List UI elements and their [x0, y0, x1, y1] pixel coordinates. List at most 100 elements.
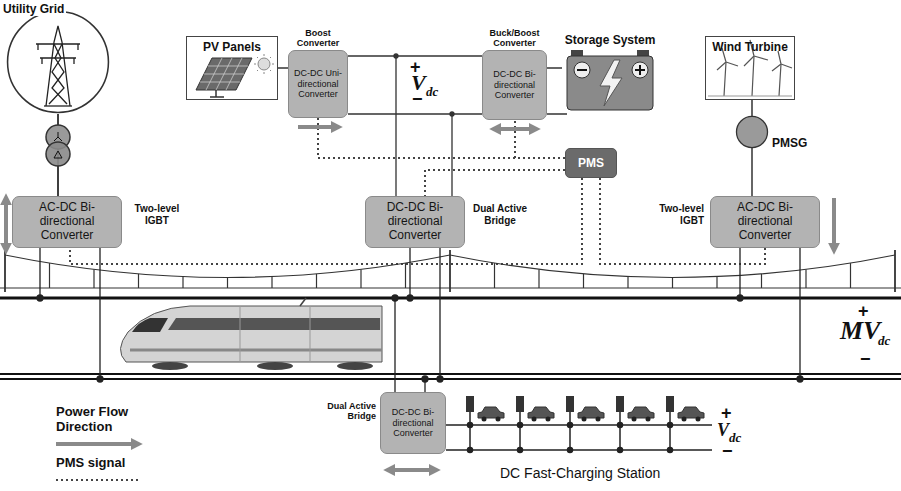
converter-box: Buck/Boost ConverterDC-DC Bi-directional… [482, 50, 547, 120]
transformer [54, 151, 62, 158]
train [120, 306, 382, 362]
node-sublabel: Two-level IGBT [646, 203, 704, 226]
battery [574, 62, 590, 78]
train [168, 318, 380, 330]
voltage-label: MV [840, 318, 880, 344]
node-sublabel: DC-DC Bi-directional Converter [486, 69, 543, 100]
node-sublabel: DC-DC Bi-directional Converter [384, 407, 442, 438]
charging-bus [528, 407, 554, 418]
power-flow-arrows [298, 125, 338, 129]
circle-outline [6, 10, 110, 114]
charging-bus [616, 396, 624, 412]
pms-signal-line [70, 178, 582, 264]
charging-bus [468, 423, 473, 428]
train [257, 362, 293, 370]
catenary [850, 263, 851, 288]
charging-bus [532, 417, 537, 422]
wind-turbines [724, 56, 781, 96]
charging-bus [482, 417, 487, 422]
dc-bus [348, 54, 567, 196]
transmission-tower [44, 105, 72, 106]
charging-bus [516, 396, 524, 412]
power-flow-arrows [6, 127, 834, 470]
voltage-label: − [860, 350, 871, 368]
pms-signal-sample [56, 480, 140, 481]
charging-bus [568, 448, 573, 453]
power-line [547, 67, 562, 69]
pms-signal-sample [56, 479, 140, 481]
train [130, 349, 382, 352]
catenary [805, 269, 806, 288]
charging-bus [618, 448, 623, 453]
charging-bus [619, 412, 621, 450]
node-label: AC-DC Bi-directional Converter [714, 201, 816, 242]
charging-bus [628, 407, 654, 418]
transformer [54, 132, 62, 141]
catenary [316, 274, 317, 288]
charging-bus [668, 448, 673, 453]
transmission-tower [36, 44, 80, 64]
catenary [672, 278, 673, 289]
power-flow-arrows [832, 198, 836, 250]
battery [577, 69, 587, 71]
converter-box: AC-DC Bi-directional ConverterTwo-level … [710, 196, 820, 248]
pv-panel [196, 54, 274, 97]
battery [567, 56, 653, 110]
catenary [583, 274, 584, 288]
transmission-tower [46, 26, 70, 106]
node-label: Dual Active Bridge [322, 401, 376, 422]
catenary [138, 274, 139, 288]
charging-bus [666, 396, 674, 412]
circle-outline [736, 116, 768, 148]
pv-panel [258, 58, 270, 70]
charging-bus [566, 396, 574, 412]
voltage-label: − [722, 442, 733, 460]
pv-frame: PV Panels [186, 36, 278, 100]
converter-box: Dual Active BridgeDC-DC Bi-directional C… [380, 392, 446, 454]
node-label: AC-DC Bi-directional Converter [16, 201, 118, 242]
charging-bus [632, 417, 637, 422]
catenary [494, 263, 495, 288]
battery [571, 50, 583, 56]
voltage-label: dc [878, 334, 890, 347]
catenary [538, 269, 539, 288]
pms-box: PMS [565, 148, 617, 178]
power-flow-arrows [4, 198, 8, 250]
dc-bus [348, 56, 567, 196]
charging-bus [546, 417, 551, 422]
node-sublabel: Two-level IGBT [128, 203, 186, 226]
converter-taps [797, 376, 803, 382]
catenary [271, 277, 272, 288]
station-label: DC Fast-Charging Station [500, 466, 660, 480]
charging-bus [496, 417, 501, 422]
wind-turbines [772, 51, 792, 71]
charging-bus [469, 412, 471, 450]
node-label: PMS [578, 156, 604, 170]
catenary [5, 250, 895, 292]
converter-box: AC-DC Bi-directional ConverterTwo-level … [12, 196, 122, 248]
node-label: Storage System [562, 33, 658, 47]
catenary [227, 278, 228, 289]
node-label: PMSG [772, 136, 807, 150]
pms-signal-line [425, 170, 565, 196]
converter-taps [437, 376, 443, 382]
pv-panel [254, 54, 274, 74]
wind-turbines [708, 95, 792, 96]
charging-bus [518, 423, 523, 428]
node-sublabel: Dual Active Bridge [471, 203, 529, 226]
battery [600, 60, 622, 106]
charging-bus [669, 412, 671, 450]
converter-box: Boost ConverterDC-DC Uni-directional Con… [288, 50, 348, 118]
circle-outline [736, 116, 767, 147]
train [240, 306, 310, 362]
pv-panel [196, 58, 252, 90]
catenary [360, 269, 361, 288]
power-line [348, 55, 482, 57]
catenary [0, 250, 901, 292]
charging-bus [518, 448, 523, 453]
pv-panel [210, 90, 224, 97]
charging-bus [519, 412, 521, 450]
charging-bus [696, 417, 701, 422]
converter-taps [407, 295, 413, 301]
dc-bus [394, 54, 398, 58]
